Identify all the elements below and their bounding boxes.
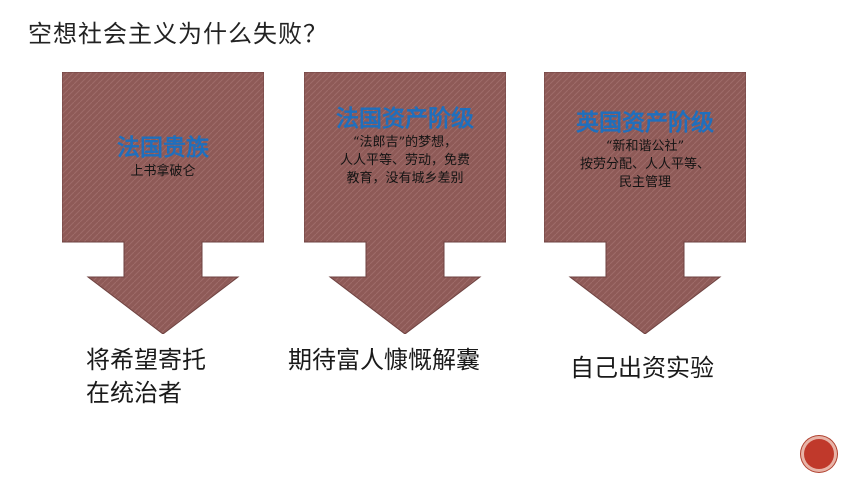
down-arrow-box <box>304 72 506 334</box>
down-arrow-box <box>544 72 746 334</box>
process-block-french-nobility: 法国贵族 上书拿破仑 <box>62 72 264 334</box>
result-line: 在统治者 <box>86 379 182 407</box>
result-line: 将希望寄托 <box>86 346 206 374</box>
block-line: 民主管理 <box>618 175 671 190</box>
block-heading: 法国贵族 <box>117 135 209 161</box>
block-heading: 法国资产阶级 <box>336 106 474 132</box>
process-block-french-bourgeoisie: 法国资产阶级 “法郎吉”的梦想， 人人平等、劳动，免费 教育，没有城乡差别 <box>304 72 506 334</box>
block-line: “法郎吉”的梦想， <box>352 135 458 150</box>
slide-badge-icon <box>804 439 834 469</box>
block-line: 上书拿破仑 <box>130 164 196 179</box>
result-text-2: 期待富人慷慨解囊 <box>288 344 480 377</box>
result-text-1: 将希望寄托 在统治者 <box>86 344 206 410</box>
slide-title: 空想社会主义为什么失败？ <box>28 20 328 48</box>
result-line: 期待富人慷慨解囊 <box>288 346 480 374</box>
block-line: “新和谐公社” <box>605 139 685 154</box>
block-line: 人人平等、劳动，免费 <box>339 153 470 168</box>
result-text-3: 自己出资实验 <box>570 352 714 385</box>
block-heading: 英国资产阶级 <box>576 110 714 136</box>
block-line: 教育，没有城乡差别 <box>346 171 464 186</box>
process-block-british-bourgeoisie: 英国资产阶级 “新和谐公社” 按劳分配、人人平等、 民主管理 <box>544 72 746 334</box>
result-line: 自己出资实验 <box>570 354 714 382</box>
block-line: 按劳分配、人人平等、 <box>579 157 710 172</box>
down-arrow-box <box>62 72 264 334</box>
